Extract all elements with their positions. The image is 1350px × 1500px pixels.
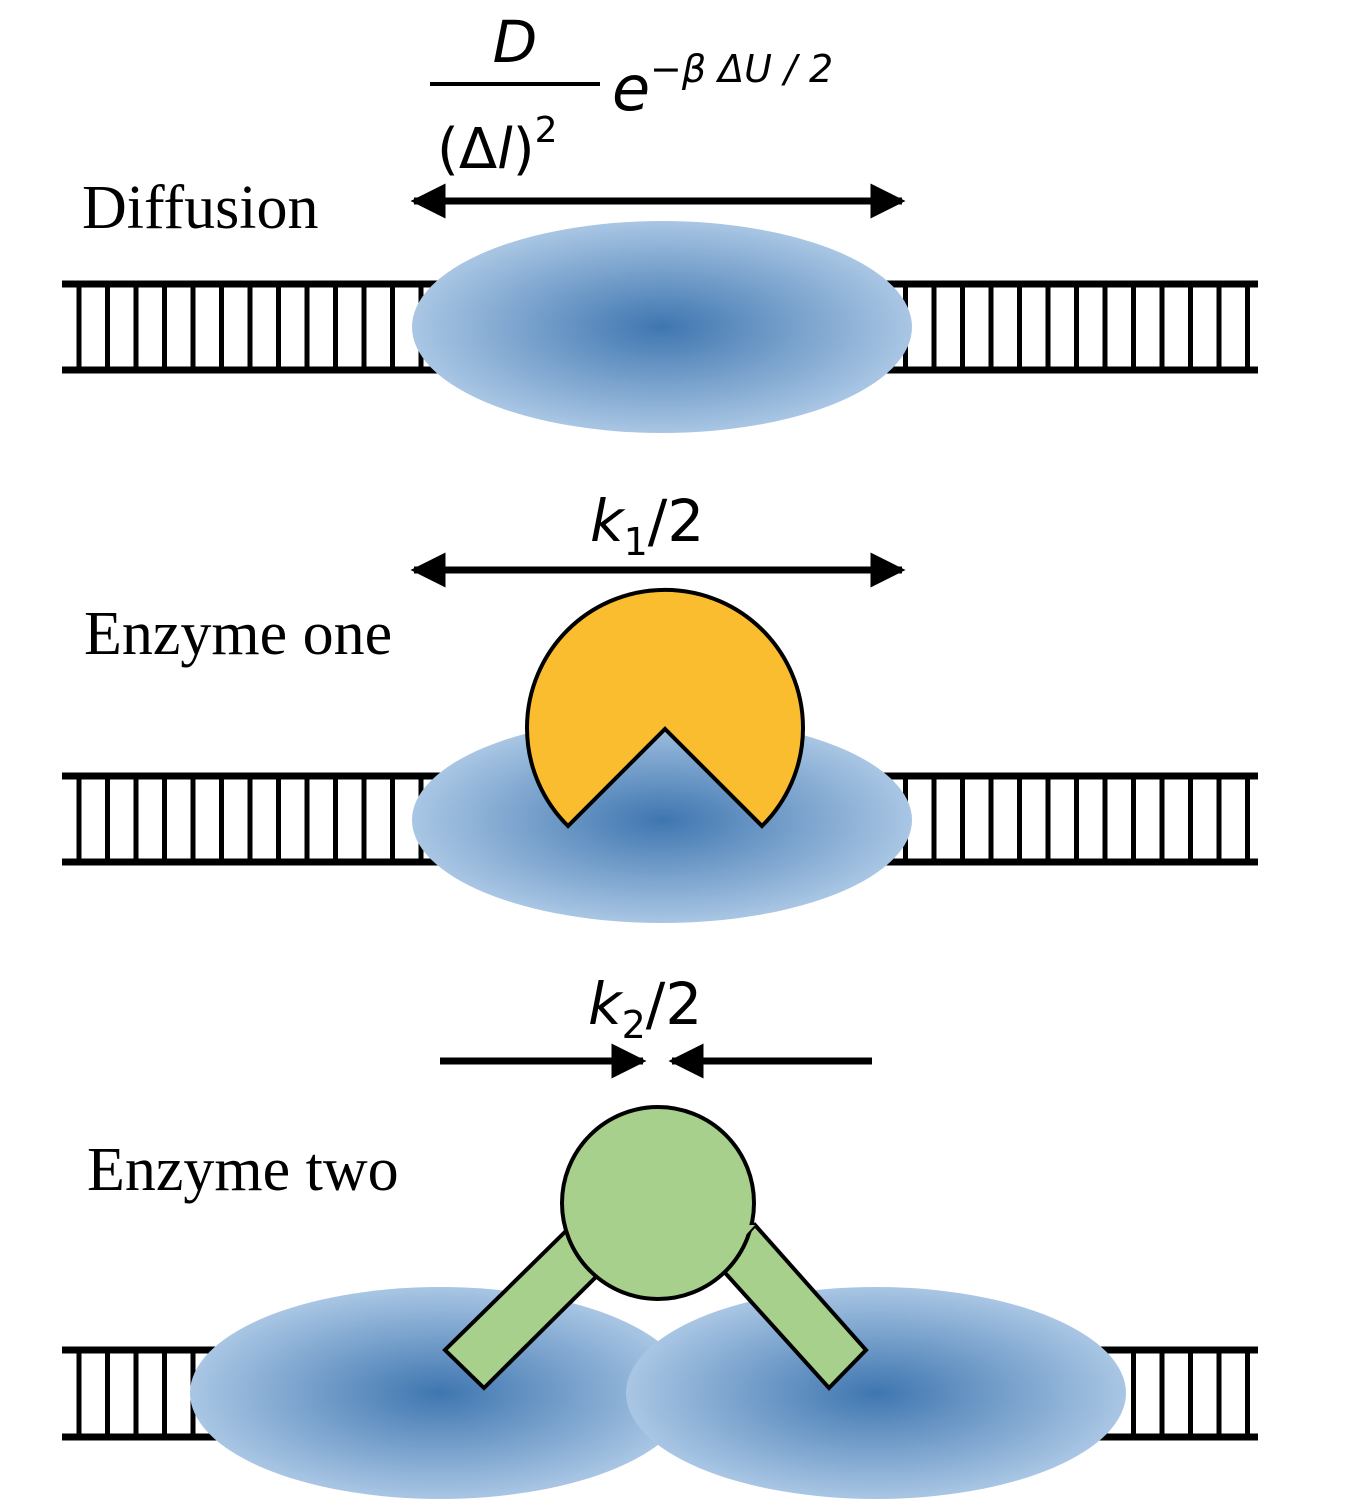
panel-enzyme-one: k1/2 Enzyme one [62,487,1258,923]
diffusion-label: Diffusion [82,174,319,242]
diffusion-rate-expression: D (Δl)2 e −β ΔU / 2 [430,8,833,182]
enzyme-two-joint [572,1225,755,1265]
enzyme-two-label: Enzyme two [87,1136,399,1204]
protein-blob [412,717,912,923]
panel-enzyme-two: k2/2 Enzyme two [62,970,1258,1499]
protein-blob [412,221,912,433]
enzyme-one-label: Enzyme one [84,600,392,668]
rate-exp-power: −β ΔU / 2 [650,47,833,91]
panel-diffusion: D (Δl)2 e −β ΔU / 2 Diffusion [62,8,1258,433]
enzyme-two-icon [442,1105,869,1391]
enzyme-two-head [560,1105,756,1301]
protein-blob-left [190,1287,690,1499]
protein-blob-right [626,1287,1126,1499]
enzyme-one-pacman-icon [525,587,805,829]
rate-exp-base: e [612,52,650,125]
enzyme-one-rate: k1/2 [590,487,704,564]
enzyme-two-rate: k2/2 [588,970,702,1047]
rate-numerator: D [493,8,538,76]
rate-denominator: (Δl)2 [437,110,557,182]
